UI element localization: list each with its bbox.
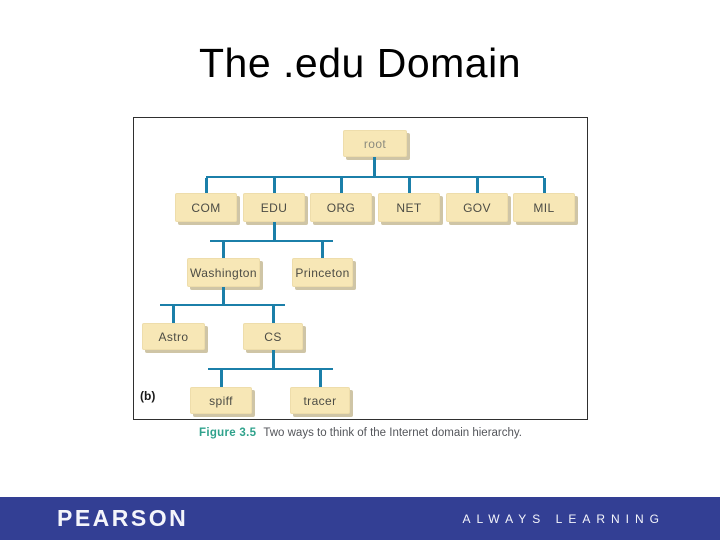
footer-bar: PEARSON ALWAYS LEARNING (0, 497, 720, 540)
tree-node-washington: Washington (187, 258, 260, 287)
footer-tagline: ALWAYS LEARNING (462, 511, 665, 526)
tree-node-root: root (343, 130, 407, 157)
connector-level4-bus (208, 368, 333, 370)
slide-title: The .edu Domain (198, 40, 521, 86)
tree-node-cs: CS (243, 323, 303, 350)
tree-node-edu: EDU (243, 193, 305, 222)
connector-stub-tracer (319, 370, 322, 387)
connector-stub-edu (273, 178, 276, 193)
tree-node-mil: MIL (513, 193, 575, 222)
figure-caption-label: Figure 3.5 (199, 427, 257, 439)
tree-node-tracer: tracer (290, 387, 350, 414)
connector-washington-trunk (222, 287, 225, 305)
pearson-logo: PEARSON (57, 505, 189, 531)
tree-node-astro: Astro (142, 323, 205, 350)
connector-level1-bus (206, 176, 544, 178)
connector-stub-spiff (220, 370, 223, 387)
connector-stub-net (408, 178, 411, 193)
connector-stub-org (340, 178, 343, 193)
tree-node-org: ORG (310, 193, 372, 222)
connector-root-trunk (373, 157, 376, 178)
connector-cs-trunk (272, 350, 275, 369)
connector-stub-gov (476, 178, 479, 193)
figure-panel: root COM EDU ORG NET GOV MIL Washington … (133, 117, 588, 420)
connector-level3-bus (160, 304, 285, 306)
tree-node-princeton: Princeton (292, 258, 353, 287)
connector-stub-cs (272, 306, 275, 323)
figure-caption-text: Two ways to think of the Internet domain… (263, 427, 522, 439)
connector-level2-bus (210, 240, 333, 242)
tree-node-gov: GOV (446, 193, 508, 222)
tree-node-net: NET (378, 193, 440, 222)
connector-stub-washington (222, 242, 225, 258)
panel-label: (b) (140, 389, 156, 403)
figure-caption: Figure 3.5 Two ways to think of the Inter… (133, 427, 588, 439)
tree-node-com: COM (175, 193, 237, 222)
connector-stub-princeton (321, 242, 324, 258)
connector-stub-mil (543, 178, 546, 193)
tree-node-spiff: spiff (190, 387, 252, 414)
connector-stub-astro (172, 306, 175, 323)
connector-edu-trunk (273, 222, 276, 241)
connector-stub-com (205, 178, 208, 193)
